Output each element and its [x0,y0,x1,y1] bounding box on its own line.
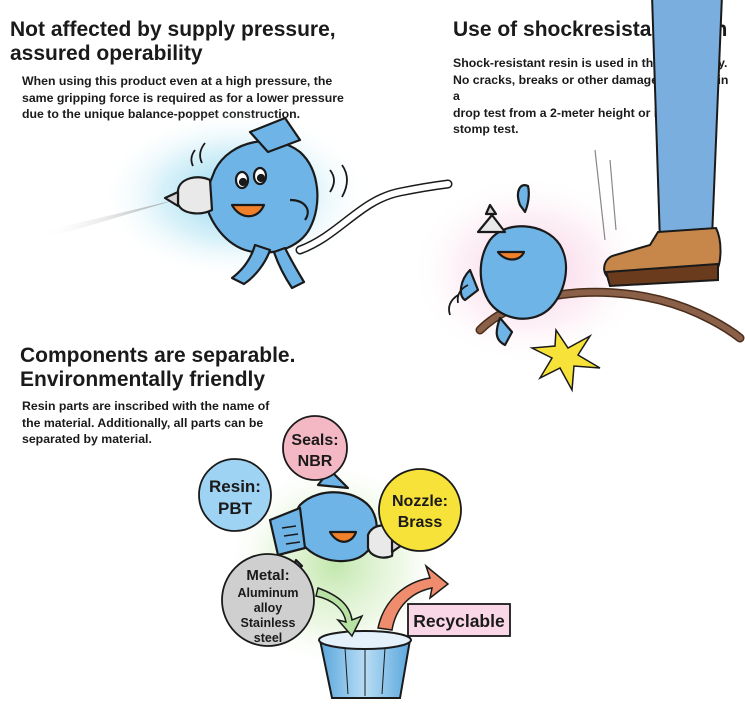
separable-title: Components are separable. Environmentall… [20,344,400,392]
shock-scene [410,0,745,393]
resin-bubble-line-2: PBT [218,499,253,518]
shock-vibration-lines [448,284,469,316]
separable-body-line-2: the material. Additionally, all parts ca… [22,415,264,430]
pressure-body-line-1: When using this product even at a high p… [22,74,333,88]
shock-body-line-4: stomp test. [453,122,519,136]
pressure-description: When using this product even at a high p… [22,73,382,123]
metal-bubble-line-5: steel [254,631,283,645]
resin-bubble-line-1: Resin: [209,477,261,496]
boot-sole [604,262,719,288]
nozzle-bubble-line-1: Nozzle: [392,493,448,510]
mascot-pressure [163,116,319,290]
vibration-lines-left [190,142,206,167]
vibration-lines-right [329,164,348,198]
metal-bubble-line-1: Metal: [246,567,289,584]
seals-bubble-line-2: NBR [298,453,333,470]
jeans-leg [651,0,723,244]
nozzle-bubble [378,468,462,552]
seals-bubble [282,415,348,481]
green-arrow [315,587,364,638]
orange-arrow [377,563,450,631]
separable-body-line-3: separated by material. [22,432,152,446]
separable-title-line-1: Components are separable. [20,344,296,367]
separable-description: Resin parts are inscribed with the name … [22,398,322,448]
air-tube [297,181,451,253]
metal-bubble-line-4: Stainless [241,616,296,630]
pressure-title: Not affected by supply pressure, assured… [10,18,390,66]
recycle-bin [318,630,412,699]
separable-scene: Seals: NBR Resin: PBT Nozzle: Brass Meta… [198,415,511,699]
pressure-scene [40,110,453,290]
metal-bubble-line-2: Aluminum [237,586,298,600]
air-spray [40,200,175,238]
metal-bubble [221,553,315,647]
mascot-shock [459,184,568,347]
impact-burst [529,327,601,393]
seals-bubble-line-1: Seals: [291,432,338,449]
recyclable-label: Recyclable [413,611,505,631]
nozzle-bubble-line-2: Brass [398,514,443,531]
separable-title-line-2: Environmentally friendly [20,368,266,391]
pressure-title-line-1: Not affected by supply pressure, [10,18,336,41]
pressure-title-line-2: assured operability [10,42,203,65]
separable-body-line-1: Resin parts are inscribed with the name … [22,399,270,413]
human-leg [603,0,723,288]
recyclable-box [407,603,511,637]
metal-bubble-line-3: alloy [254,601,283,615]
resin-bubble [198,458,272,532]
pressure-body-line-2: same gripping force is required as for a… [22,90,344,105]
motion-lines [594,149,617,241]
shock-body-line-3: drop test from a 2-meter height or in a … [453,105,719,120]
